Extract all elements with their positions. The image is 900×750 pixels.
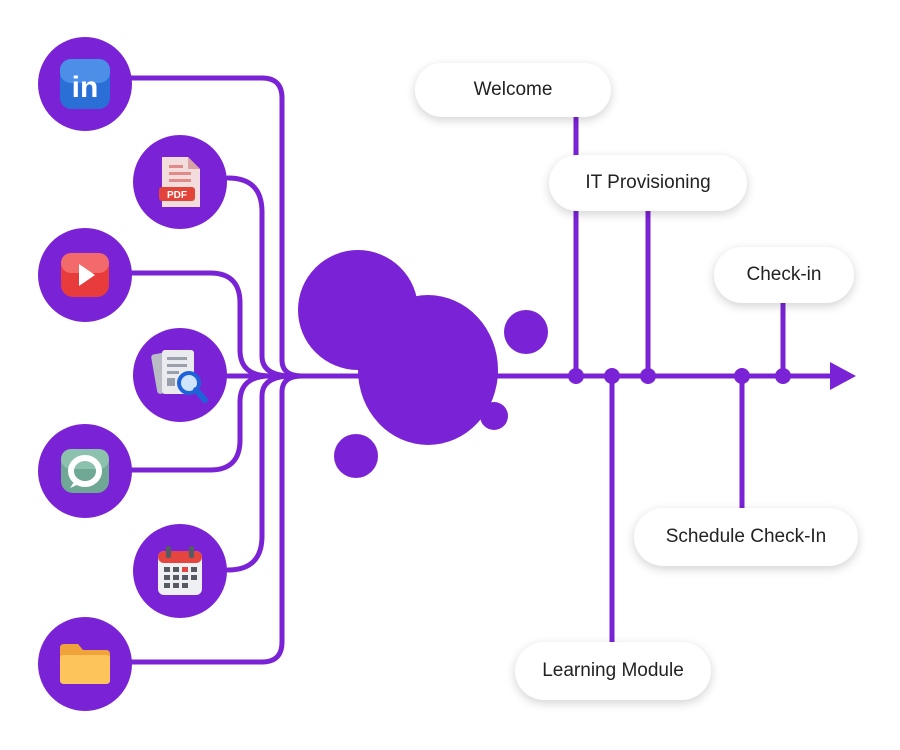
step-welcome-label: Welcome [473, 79, 553, 100]
junction-dot [604, 368, 620, 384]
svg-text:in: in [72, 71, 99, 104]
svg-text:PDF: PDF [167, 190, 187, 201]
connector-video [127, 270, 273, 379]
junction-dot [640, 368, 656, 384]
source-chat [38, 424, 132, 518]
folder-icon [60, 644, 110, 684]
connector-folder [127, 373, 305, 665]
step-schedule-check-in: Schedule Check-In [634, 508, 858, 566]
step-check-in-label: Check-in [746, 264, 822, 285]
connector-calendar [225, 373, 295, 573]
timeline-arrowhead [830, 362, 856, 390]
video-play-icon [61, 253, 109, 297]
step-schedule-check-in-label: Schedule Check-In [665, 526, 827, 547]
step-welcome: Welcome [415, 63, 611, 117]
source-pdf: PDF [133, 135, 227, 229]
source-video [38, 228, 132, 322]
pdf-icon: PDF [159, 157, 200, 207]
junction-dot [568, 368, 584, 384]
step-check-in: Check-in [714, 247, 854, 303]
central-blob [298, 250, 548, 478]
source-linkedin: in [38, 37, 132, 131]
junction-dot [775, 368, 791, 384]
step-it-provisioning: IT Provisioning [549, 155, 747, 211]
source-document-search [133, 328, 227, 422]
calendar-icon [158, 546, 202, 595]
step-it-provisioning-label: IT Provisioning [585, 172, 711, 193]
connector-linkedin [127, 75, 305, 379]
step-learning-module-label: Learning Module [542, 660, 684, 681]
junction-dot [734, 368, 750, 384]
source-calendar [133, 524, 227, 618]
chat-app-icon [61, 449, 109, 493]
source-folder [38, 617, 132, 711]
linkedin-icon: in [60, 59, 110, 109]
document-search-icon [151, 350, 208, 403]
connector-chat [127, 373, 273, 473]
step-learning-module: Learning Module [515, 642, 711, 700]
